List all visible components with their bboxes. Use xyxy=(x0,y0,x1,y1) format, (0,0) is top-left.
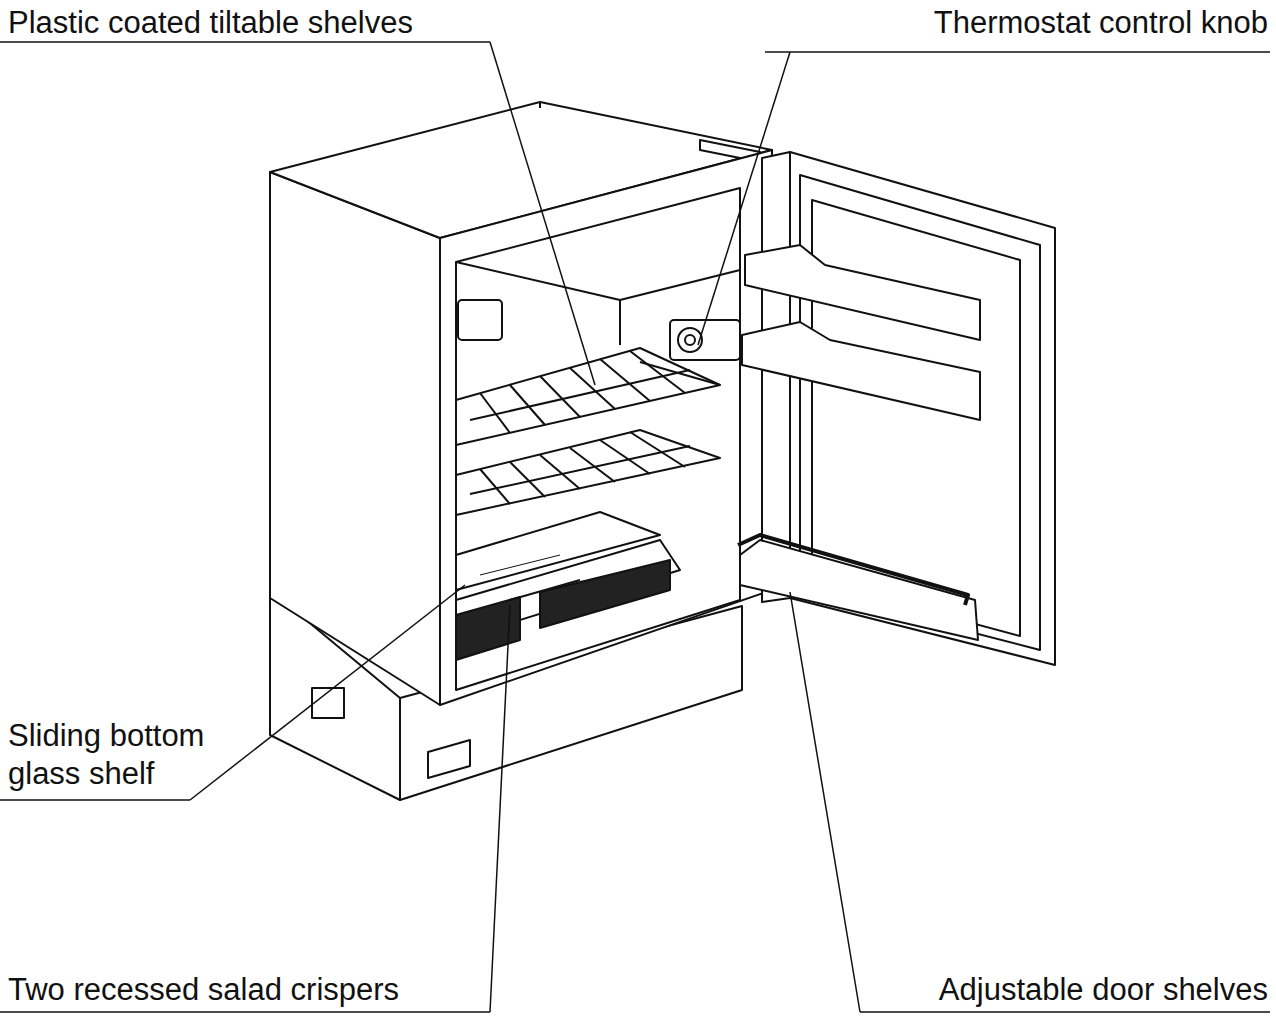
part-label: Thermostat control knob xyxy=(770,4,1268,42)
interior-light xyxy=(458,300,502,340)
thermostat-housing xyxy=(670,320,740,360)
leader-lines xyxy=(0,42,1270,1012)
door-shelf-rail xyxy=(738,535,968,605)
interior-edge xyxy=(456,262,620,300)
part-label: Adjustable door shelves xyxy=(860,971,1268,1009)
crisper-divider xyxy=(510,580,580,600)
interior-edge xyxy=(620,270,740,300)
cabinet-front xyxy=(440,150,772,705)
thermostat-knob xyxy=(678,328,702,352)
door-shelf xyxy=(742,322,980,420)
wire-shelf xyxy=(456,430,720,515)
top-edge xyxy=(539,102,541,108)
shelf-wires xyxy=(470,351,720,433)
door-shelf xyxy=(740,540,978,640)
cabinet-opening xyxy=(456,188,740,690)
shelf-wires xyxy=(470,432,690,504)
crisper-front xyxy=(540,560,670,628)
interior-edge xyxy=(619,300,621,345)
door-edge xyxy=(762,152,790,602)
part-label: Sliding bottom glass shelf xyxy=(8,717,243,793)
vent xyxy=(428,740,470,778)
thermostat-knob xyxy=(685,335,695,345)
part-label: Two recessed salad crispers xyxy=(8,971,498,1009)
part-label: Plastic coated tiltable shelves xyxy=(8,4,498,42)
